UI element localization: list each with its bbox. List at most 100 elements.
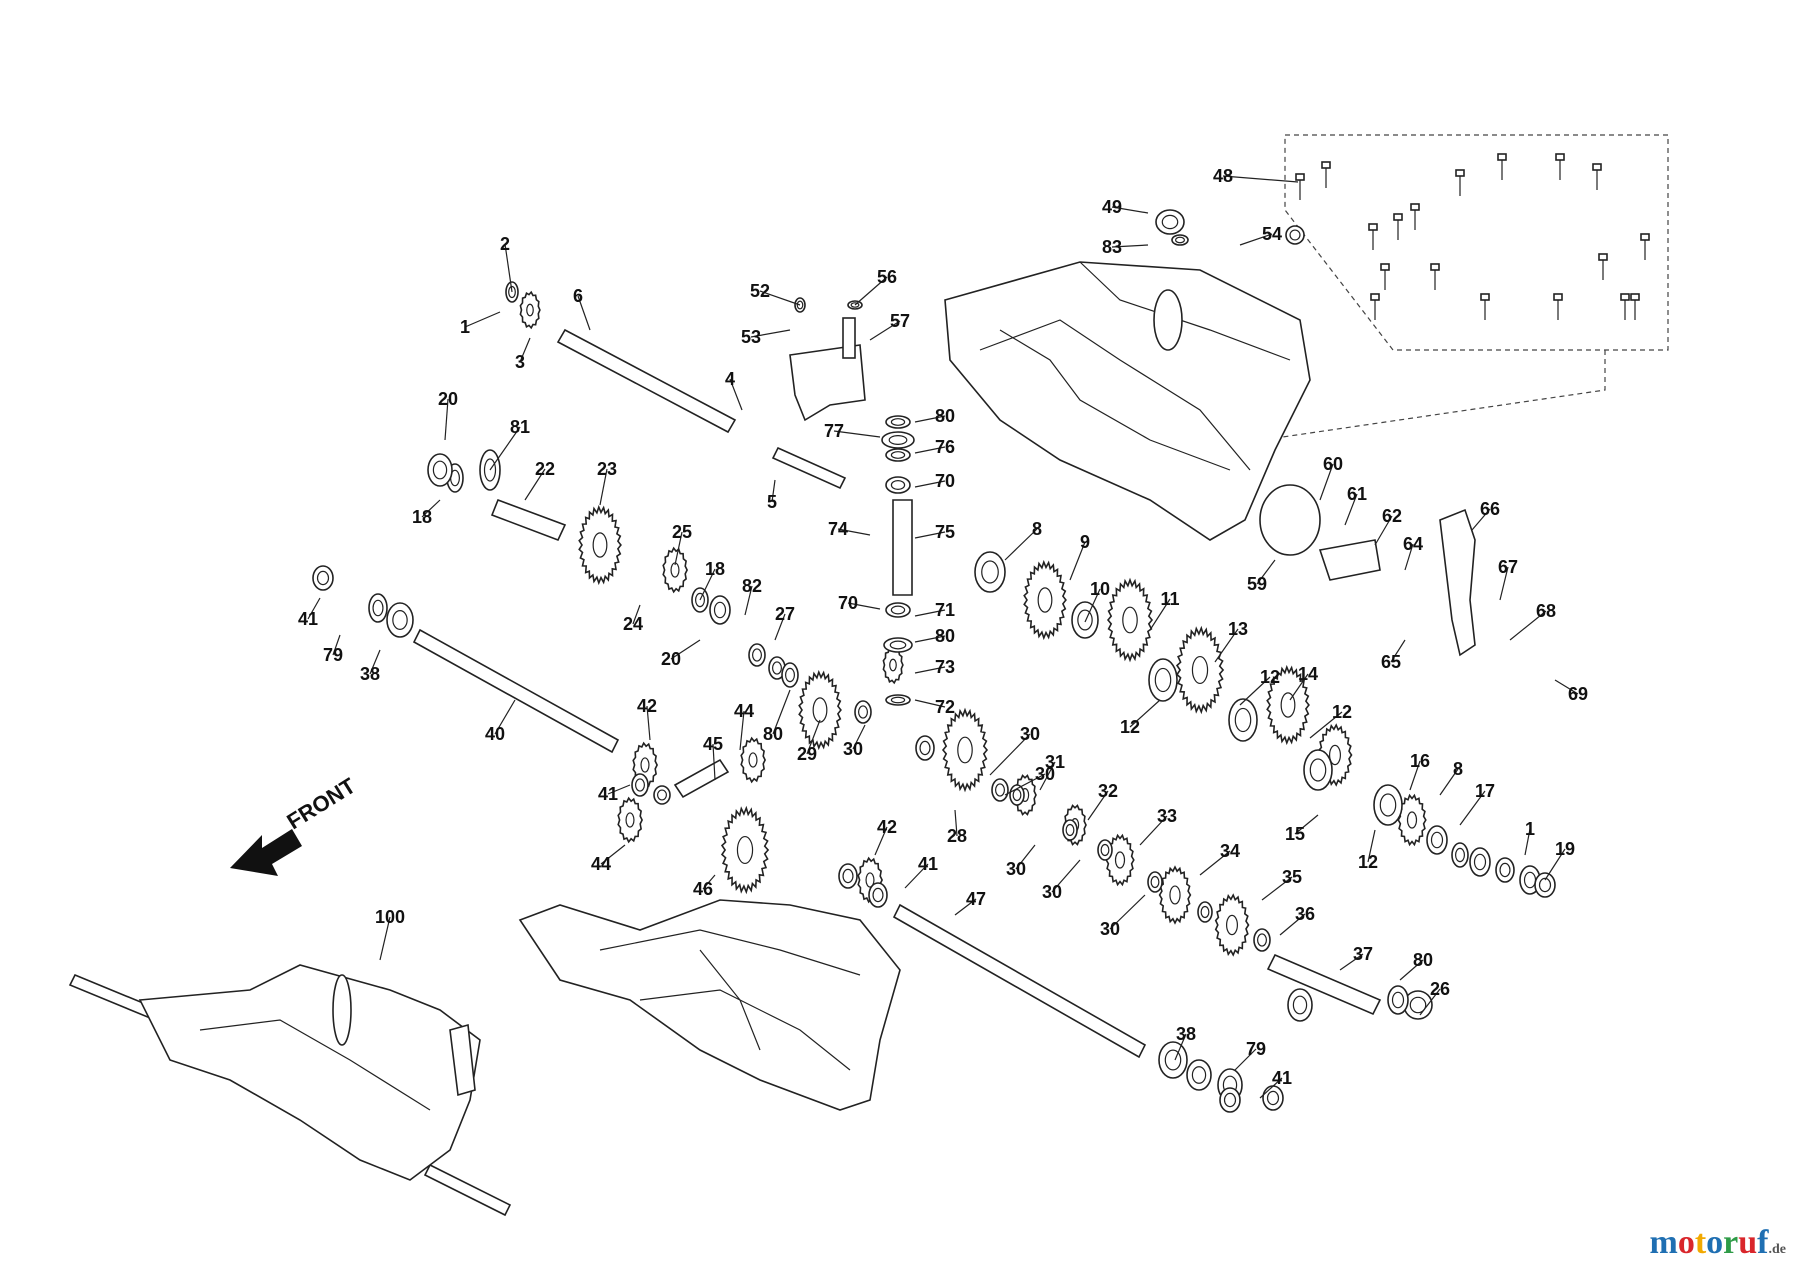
gear [617,796,643,844]
part-label-30: 30 [1042,882,1062,902]
part-label-72: 72 [935,697,955,717]
gear [1175,625,1225,715]
washer [709,595,731,625]
part-label-40: 40 [485,724,505,744]
part-label-57: 57 [890,311,910,331]
gear [1214,893,1250,957]
gear [720,805,770,895]
washer [885,415,911,429]
part-label-20: 20 [438,389,458,409]
washer [868,882,888,908]
part-label-74: 74 [828,519,848,539]
washer [386,602,414,638]
washer [885,602,911,618]
part-label-62: 62 [1382,506,1402,526]
bolt [1410,203,1420,230]
part-label-6: 6 [573,286,583,306]
part-label-44: 44 [734,701,754,721]
part-label-35: 35 [1282,867,1302,887]
part-label-30: 30 [1006,859,1026,879]
leader-line [1509,610,1547,641]
leader-line [632,604,641,625]
part-label-30: 30 [1020,724,1040,744]
bolt [1620,293,1630,320]
leader-line [772,689,791,735]
part-label-23: 23 [597,459,617,479]
leader-line [699,568,716,601]
leader-line [954,809,958,837]
leader-line [750,329,791,338]
bolt [1497,153,1507,180]
leader-line [1239,233,1273,246]
leader-line [1409,760,1421,791]
leader-line [607,784,631,795]
leader-line [833,430,881,438]
part-label-70: 70 [838,593,858,613]
part-label-12: 12 [1358,852,1378,872]
part-label-73: 73 [935,657,955,677]
part-label-24: 24 [623,614,643,634]
washer [1287,988,1313,1022]
leader-line [914,446,946,454]
leader-line [524,468,546,501]
shift-fork [771,317,866,490]
washer [427,453,453,487]
leader-line [674,531,683,566]
part-label-32: 32 [1098,781,1118,801]
leader-line [869,320,901,341]
watermark-letter: o [1706,1224,1724,1261]
leader-line [1004,773,1046,796]
part-label-28: 28 [947,826,967,846]
leader-line [1524,828,1531,856]
leader-line [771,479,776,503]
bolt [1640,233,1650,260]
leader-line [914,609,946,617]
shaft-22 [490,498,567,542]
leader-line [577,295,591,331]
washer [1495,857,1515,883]
bolt [1592,163,1602,190]
washer [1147,871,1163,893]
part-label-8: 8 [1032,519,1042,539]
leader-line [1214,628,1239,663]
part-label-69: 69 [1568,684,1588,704]
part-label-54: 54 [1262,224,1282,244]
leader-line [1084,588,1101,623]
leader-line [837,528,871,536]
washer [1148,658,1178,702]
part-label-41: 41 [1272,1068,1292,1088]
washer [1062,819,1078,841]
shaft-75 [892,499,913,596]
part-label-68: 68 [1536,601,1556,621]
part-label-33: 33 [1157,806,1177,826]
bolt [1553,293,1563,320]
washer [881,431,915,449]
part-label-1: 1 [1525,819,1535,839]
part-label-75: 75 [935,522,955,542]
gear [1397,793,1427,847]
gear [1158,865,1192,925]
bolt [1370,293,1380,320]
gear [662,546,688,594]
washer [748,643,766,667]
part-label-11: 11 [1160,589,1179,609]
part-label-9: 9 [1080,532,1090,552]
part-label-30: 30 [1100,919,1120,939]
leader-line [774,613,786,641]
front-direction-arrow: FRONT [230,773,360,876]
leader-line [874,826,888,856]
leader-line [1544,848,1566,881]
part-label-65: 65 [1381,652,1401,672]
watermark-letter: r [1723,1224,1739,1261]
leader-line [1279,913,1306,936]
leader-line [914,635,946,643]
part-label-12: 12 [1260,667,1280,687]
washer [768,656,786,680]
leader-line [1554,679,1579,695]
part-label-52: 52 [750,281,770,301]
part-label-67: 67 [1498,557,1518,577]
watermark-tld: .de [1768,1242,1787,1257]
brake-bracket [1259,484,1476,657]
washer [1469,847,1491,877]
washer [1426,825,1448,855]
